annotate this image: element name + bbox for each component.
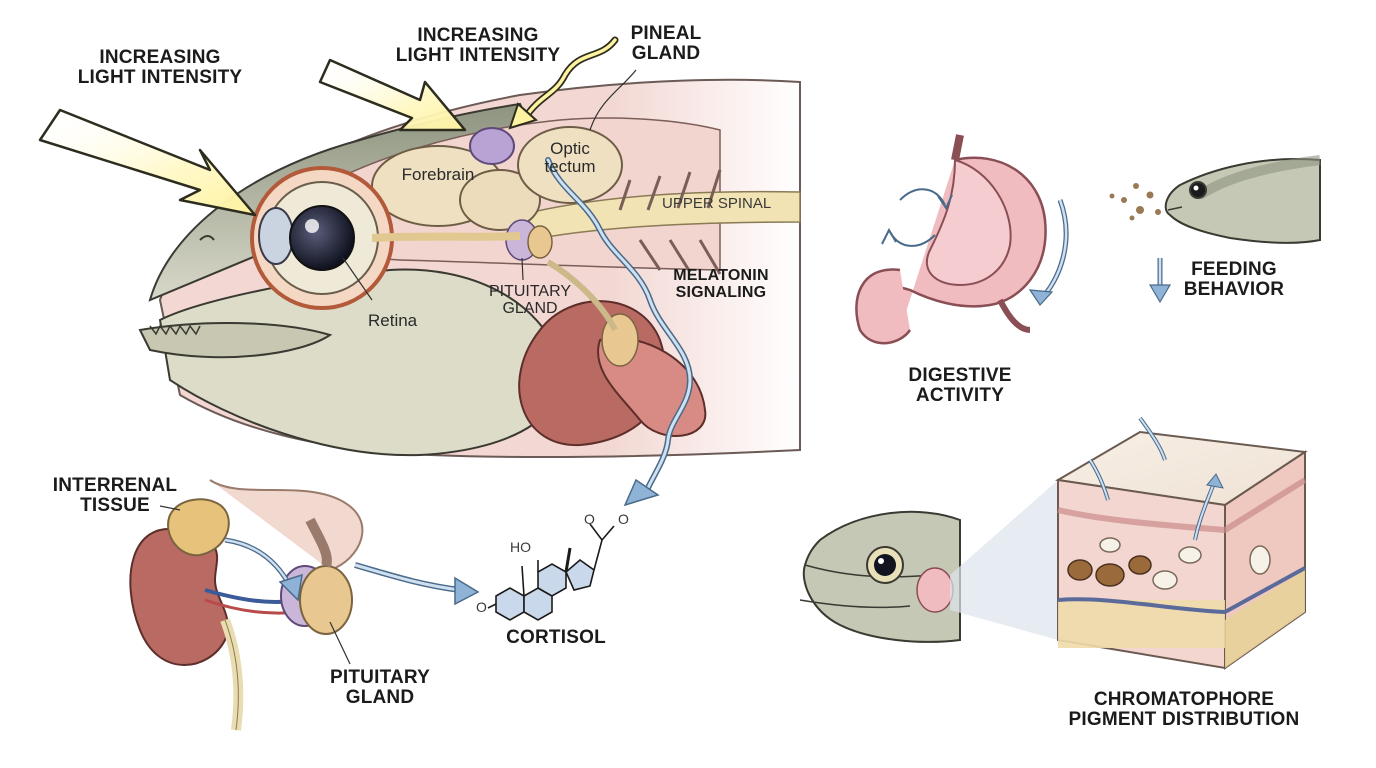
melatonin-signaling-label: MELATONIN SIGNALING	[664, 267, 778, 302]
label-line: ACTIVITY	[915, 384, 1005, 406]
molecule-ho-label: HO	[510, 539, 531, 555]
light-arrow-icon	[318, 58, 467, 132]
label-line: PITUITARY	[330, 667, 430, 688]
kidney-pituitary-illustration	[129, 479, 364, 731]
label-line: tectum	[544, 156, 596, 176]
light-arrow-icon	[508, 36, 619, 130]
feeding-fish	[1109, 155, 1321, 244]
retina-label: Retina	[368, 311, 418, 330]
pituitary-gland-head-label: PITUITARY GLAND	[480, 283, 580, 318]
pineal-gland-shape	[469, 127, 515, 165]
label-line: PINEAL	[630, 23, 702, 44]
label-line: DIGESTIVE	[908, 365, 1012, 386]
label-line: PIGMENT DISTRIBUTION	[1068, 708, 1300, 730]
forebrain-label: Forebrain	[401, 165, 475, 184]
signal-arrow-icon	[545, 157, 694, 507]
cortisol-label: CORTISOL	[506, 627, 606, 648]
signal-arrow-icon	[1028, 199, 1069, 306]
light-arrow-icon	[38, 108, 257, 217]
label-line: LIGHT INTENSITY	[77, 66, 243, 88]
fish-head-cross-section	[138, 78, 801, 459]
feeding-behavior-label: FEEDING BEHAVIOR	[1176, 260, 1292, 300]
molecule-o-side-label: O	[618, 511, 629, 527]
label-line: SIGNALING	[675, 283, 767, 301]
light-intensity-label-top: INCREASING LIGHT INTENSITY	[386, 26, 570, 66]
label-line: FEEDING	[1191, 259, 1277, 280]
optic-tectum-label: Optic tectum	[532, 140, 608, 176]
label-line: PITUITARY	[488, 283, 572, 300]
pituitary-gland-bottom-label: PITUITARY GLAND	[318, 668, 442, 708]
molecule-o-keto-label: O	[584, 511, 595, 527]
label-line: TISSUE	[80, 494, 150, 516]
skin-tissue-block	[1055, 416, 1308, 670]
label-line: GLAND	[631, 42, 701, 64]
label-line: GLAND	[502, 299, 558, 317]
signal-arrow-icon	[354, 562, 480, 606]
light-intensity-label-left: INCREASING LIGHT INTENSITY	[68, 48, 252, 88]
magnify-cone	[950, 480, 1058, 640]
label-line: Optic	[550, 139, 590, 158]
optic-tectum-shape	[517, 126, 623, 204]
label-line: LIGHT INTENSITY	[395, 44, 561, 66]
down-arrow-icon	[1148, 258, 1172, 304]
cortisol-molecule	[487, 523, 615, 621]
pineal-gland-label: PINEAL GLAND	[620, 24, 712, 64]
stomach-illustration	[855, 134, 1047, 345]
chromatophore-label: CHROMATOPHORE PIGMENT DISTRIBUTION	[1056, 690, 1312, 730]
cycle-arrows-icon	[881, 188, 953, 247]
label-line: CHROMATOPHORE	[1093, 689, 1275, 710]
upper-spinal-label: UPPER SPINAL	[662, 195, 772, 212]
label-line: INCREASING	[417, 25, 539, 46]
interrenal-tissue-label: INTERRENAL TISSUE	[42, 476, 188, 516]
small-fish-head	[799, 510, 961, 643]
digestive-activity-label: DIGESTIVE ACTIVITY	[900, 366, 1020, 406]
label-line: BEHAVIOR	[1183, 278, 1285, 300]
molecule-o-ring-label: O	[476, 599, 487, 615]
label-line: GLAND	[345, 686, 415, 708]
label-line: INCREASING	[99, 47, 221, 68]
eye-pupil	[289, 205, 355, 271]
label-line: MELATONIN	[673, 267, 769, 284]
label-line: INTERRENAL	[52, 475, 178, 496]
